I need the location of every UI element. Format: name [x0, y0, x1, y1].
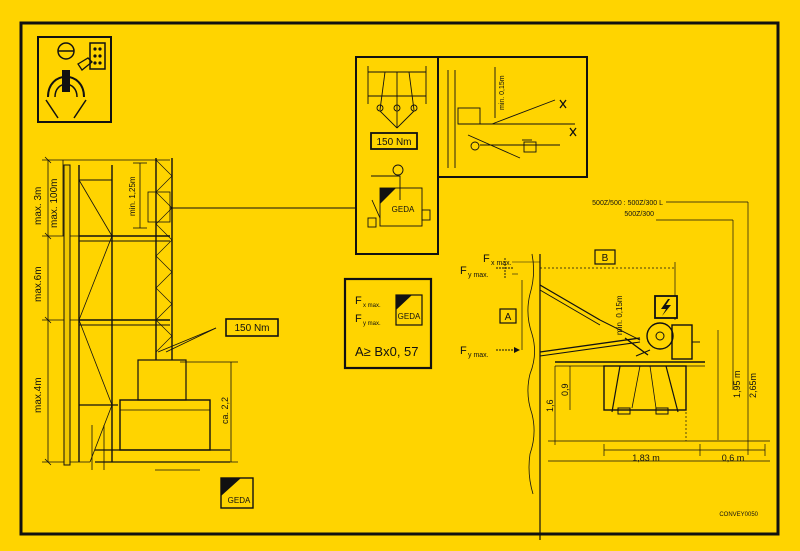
left-dimensions: [42, 156, 238, 466]
torque-top-label: 150 Nm: [376, 137, 411, 148]
right-fx-sub: x max.: [491, 260, 512, 267]
torque-box-side: [225, 318, 279, 337]
fy-sub: y max.: [363, 321, 381, 327]
product-code: CONVEY0050: [719, 512, 758, 518]
label-min-015m-right: min. 0,15m: [615, 295, 624, 335]
model-line1: 500Z/500 : 500Z/300 L: [592, 200, 663, 207]
dim-195-label: 1,95 m: [732, 370, 742, 398]
fx-sub: x max.: [363, 303, 381, 309]
operator-warning-icon: [37, 36, 112, 123]
label-min-125m: min. 1,25m: [128, 176, 137, 216]
dim-09-label: 0,9: [560, 383, 570, 396]
fx-label: F: [355, 295, 362, 307]
formula-label: A≥ Bx0, 57: [355, 344, 419, 359]
label-max-3m: max. 3m: [33, 187, 44, 225]
dim-183-label: 1,83 m: [632, 453, 660, 463]
right-elevation: [496, 201, 770, 540]
dim-A-box: [499, 308, 517, 324]
label-max-4m: max.4m: [33, 377, 44, 413]
dim-06-label: 0,6 m: [722, 453, 745, 463]
fy-label: F: [355, 313, 362, 325]
torque-side-label: 150 Nm: [234, 323, 269, 334]
brand-box-label: GEDA: [392, 205, 415, 214]
right-fy-sub: y max.: [468, 272, 489, 279]
label-max-6m: max.6m: [33, 266, 44, 302]
right-fy-label: F: [460, 265, 467, 277]
fy-arrow-icon: [514, 347, 520, 353]
dim-16-label: 1,6: [545, 399, 555, 412]
dim-265-label: 2,65m: [748, 373, 758, 398]
right-fy2-label: F: [460, 345, 467, 357]
dim-B-box: [594, 249, 616, 265]
scaffold-structure: [63, 158, 356, 471]
force-formula-panel: F x max. F y max. GEDA A≥ Bx0, 57: [343, 277, 433, 370]
dim-A-label: A: [505, 312, 512, 323]
electric-hazard-icon: [654, 295, 678, 319]
brand-panel-label: GEDA: [398, 312, 421, 321]
label-min-015m-top: min. 0,15m: [499, 75, 506, 110]
right-fy2-sub: y max.: [468, 352, 489, 359]
geda-logo-icon: GEDA: [220, 477, 254, 509]
label-ca-22: ca. 2,2: [220, 397, 230, 424]
model-line2: 500Z/300: [624, 211, 654, 218]
right-fx-label: F: [483, 253, 490, 265]
sign-frame: [19, 21, 780, 536]
brand-logo-text: GEDA: [228, 496, 251, 505]
detail-box-assembly: 150 Nm GEDA min. 0,15m: [355, 56, 588, 255]
label-max-100m: max. 100m: [49, 179, 60, 228]
dim-B-label: B: [602, 253, 609, 264]
